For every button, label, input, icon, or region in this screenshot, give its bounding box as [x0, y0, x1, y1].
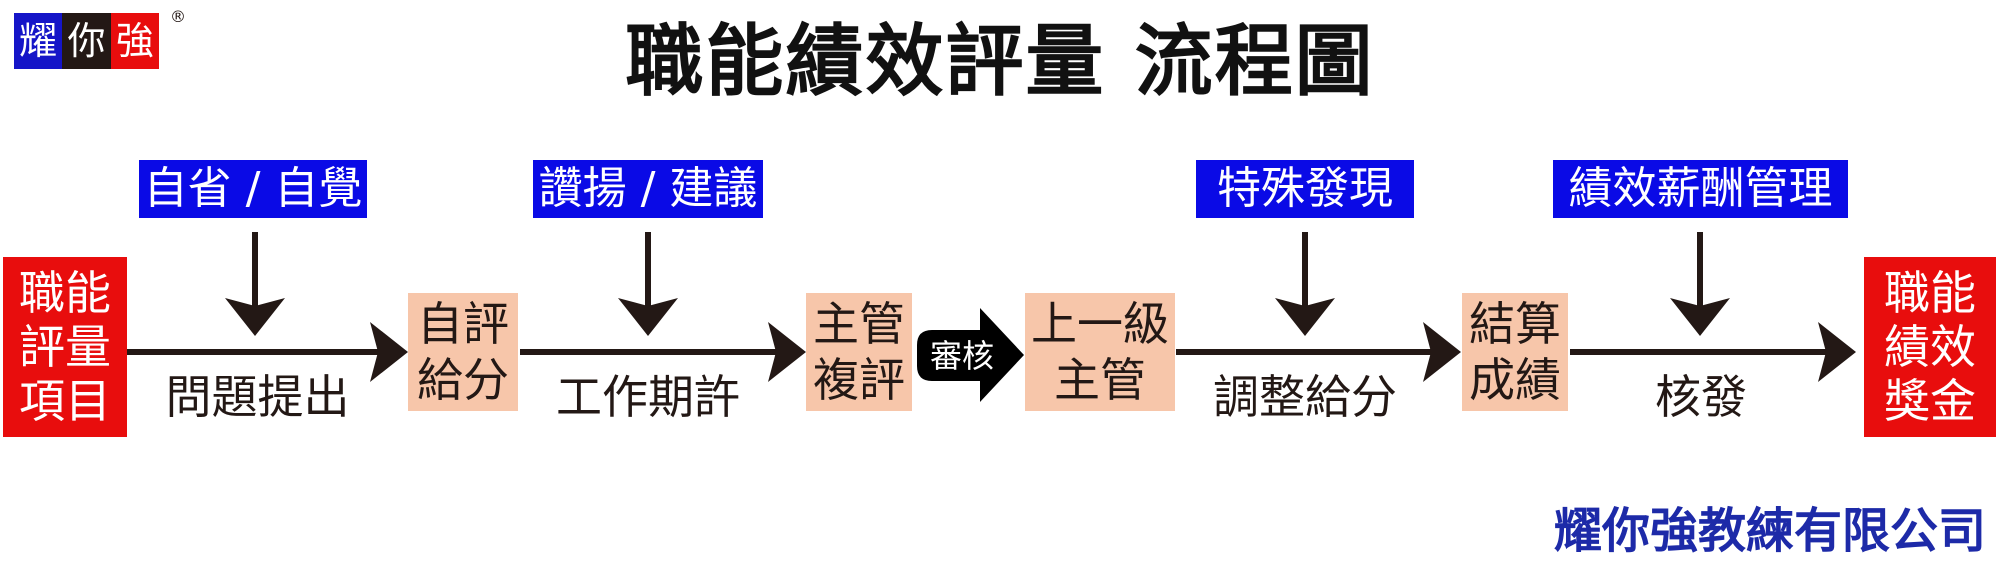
input-arrow-3: [1275, 232, 1335, 336]
registered-mark: ®: [170, 7, 186, 26]
input-arrow-4: [1670, 232, 1730, 336]
flow-arrow-4: [1176, 322, 1461, 382]
input-arrow-1: [225, 232, 285, 336]
input-compensation: 績效薪酬管理: [1553, 160, 1848, 218]
step-senior-manager: 上一級 主管: [1025, 293, 1175, 411]
input-arrow-2: [618, 232, 678, 336]
input-self-review: 自省 / 自覺: [139, 160, 367, 218]
logo-char-3: 強: [110, 13, 159, 69]
input-praise-suggest: 讚揚 / 建議: [533, 160, 763, 218]
end-box: 職能 績效 獎金: [1864, 257, 1996, 437]
edge-label-issue: 核發: [1655, 370, 1747, 424]
step-self-score: 自評 給分: [408, 293, 518, 411]
flow-arrow-1: [126, 322, 408, 382]
edge-label-raise-questions: 問題提出: [165, 370, 350, 424]
input-special-findings: 特殊發現: [1196, 160, 1414, 218]
page-title: 職能績效評量 流程圖: [625, 17, 1375, 107]
start-box: 職能 評量 項目: [3, 257, 127, 437]
edge-label-adjust-score: 調整給分: [1213, 370, 1397, 424]
flow-arrow-2: [520, 322, 806, 382]
logo-char-2: 你: [62, 13, 111, 69]
step-final-score: 結算 成績: [1462, 293, 1568, 411]
review-badge: 審核: [929, 337, 994, 375]
review-block-arrow: [917, 308, 1024, 402]
logo-char-1: 耀: [14, 13, 63, 69]
edge-label-work-expectation: 工作期許: [556, 370, 740, 424]
company-name: 耀你強教練有限公司: [1553, 503, 1986, 559]
step-manager-review: 主管 複評: [806, 293, 912, 411]
flow-arrow-5: [1570, 322, 1856, 382]
brand-logo: 耀 你 強 ®: [14, 7, 186, 69]
